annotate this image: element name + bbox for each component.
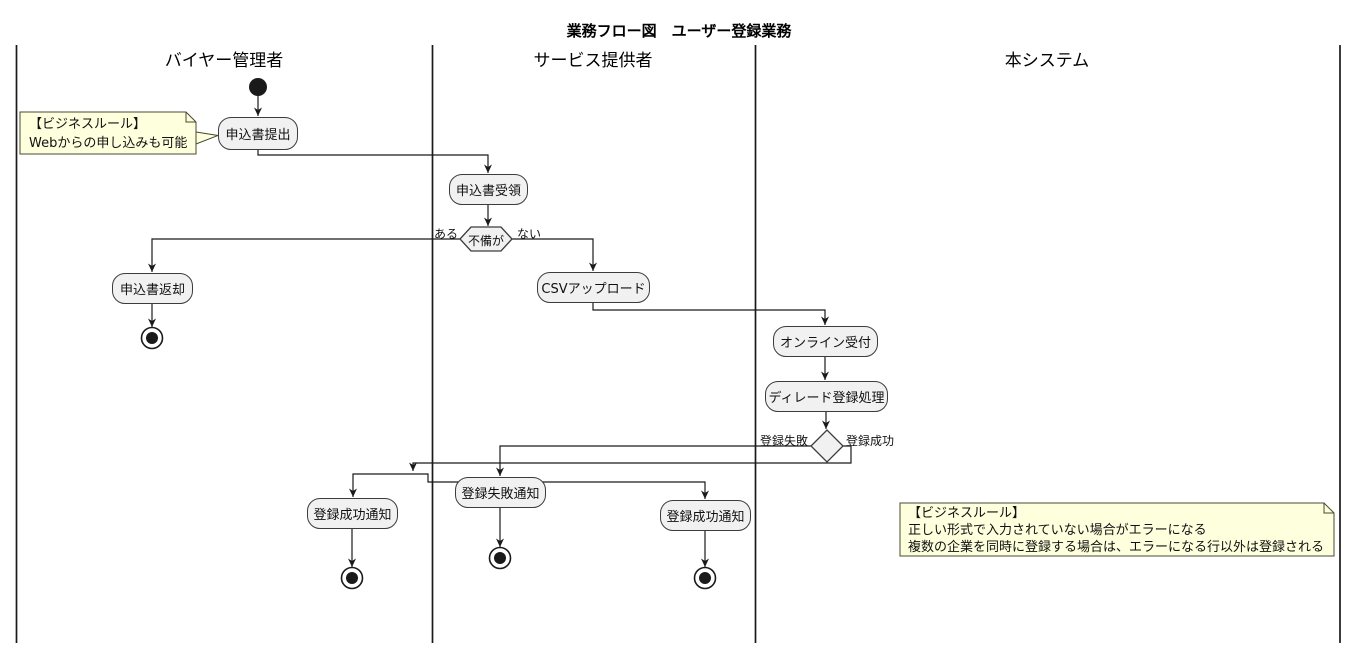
note-web-application-body — [19, 111, 197, 155]
arrowheads — [148, 107, 830, 567]
final-nodes — [140, 326, 717, 590]
note-registration-rules-body — [899, 502, 1335, 557]
arrowhead — [589, 262, 597, 271]
note-fold-icon — [1323, 503, 1334, 514]
activity-online-reception: オンライン受付 — [773, 326, 878, 357]
activity-delayed-registration: ディレード登録処理 — [765, 381, 888, 412]
note-registration-rules: 【ビジネスルール】 正しい形式で入力されていない場合がエラーになる 複数の企業を… — [908, 505, 1324, 556]
start-node — [249, 78, 267, 96]
note-line: 【ビジネスルール】 — [908, 506, 1026, 521]
arrowhead — [821, 316, 829, 325]
edge-fail-to-failure-notice — [499, 445, 811, 476]
note-fold-icon — [185, 112, 196, 123]
note-line: 【ビジネスルール】 — [29, 117, 147, 132]
edge-fork-to-success-notice-buyer — [352, 473, 413, 497]
lane-title-buyer-admin: バイヤー管理者 — [164, 51, 284, 71]
decision-label-defect-check: 不備が — [467, 234, 504, 248]
activity-registration-success-notice-system: 登録成功通知 — [660, 500, 751, 531]
final-node-success-system-core — [699, 572, 711, 584]
arrowhead — [349, 488, 357, 497]
diagram-title: 業務フロー図 ユーザー登録業務 — [566, 22, 792, 40]
edge-label-has-defect: ある — [433, 227, 458, 241]
arrowhead — [148, 318, 156, 327]
arrowhead — [484, 217, 492, 226]
edge-fork-to-success-notice-system — [413, 473, 706, 499]
note-line: 正しい形式で入力されていない場合がエラーになる — [908, 523, 1207, 538]
activity-csv-upload: CSVアップロード — [537, 272, 650, 303]
edge-submit-to-receive — [257, 150, 489, 173]
activity-registration-success-notice-buyer: 登録成功通知 — [307, 498, 398, 529]
arrowhead — [701, 558, 709, 567]
edge-label-registration-failed: 登録失敗 — [759, 434, 808, 448]
note-web-application: 【ビジネスルール】 Webからの申し込みも可能 — [29, 115, 187, 153]
final-node-failure-core — [494, 552, 506, 564]
arrowhead — [496, 538, 504, 547]
final-node-success-buyer-core — [346, 572, 358, 584]
activity-receive-application: 申込書受領 — [449, 174, 528, 205]
activity-submit-application: 申込書提出 — [218, 117, 298, 150]
arrowhead — [409, 462, 417, 471]
activity-registration-failure-notice: 登録失敗通知 — [455, 477, 546, 508]
note-line: 複数の企業を同時に登録する場合は、エラーになる行以外は登録される — [908, 540, 1325, 555]
arrowhead — [254, 107, 262, 116]
arrowhead — [148, 263, 156, 272]
edge-defect-no-to-csv — [512, 238, 594, 271]
lane-title-this-system: 本システム — [1004, 51, 1090, 71]
final-node-return-core — [146, 332, 158, 344]
activity-return-application: 申込書返却 — [112, 273, 193, 304]
arrowhead — [701, 490, 709, 499]
arrowhead — [821, 371, 829, 380]
note-line: Webからの申し込みも可能 — [29, 136, 188, 151]
edge-label-no-defect: ない — [517, 227, 542, 241]
edge-csv-to-online — [592, 303, 826, 325]
arrowhead — [484, 164, 492, 173]
edge-label-registration-succeeded: 登録成功 — [846, 434, 895, 448]
decision-hexagon-defect-check — [459, 226, 513, 252]
edge-defect-yes-to-return — [151, 238, 460, 272]
note-pointer — [195, 131, 220, 145]
lane-title-service-provider: サービス提供者 — [533, 51, 653, 71]
arrowhead — [822, 420, 830, 429]
arrowhead — [348, 558, 356, 567]
arrowhead — [496, 467, 504, 476]
edge-success-to-fork — [412, 445, 852, 471]
decision-diamond-registration-result — [810, 429, 844, 463]
